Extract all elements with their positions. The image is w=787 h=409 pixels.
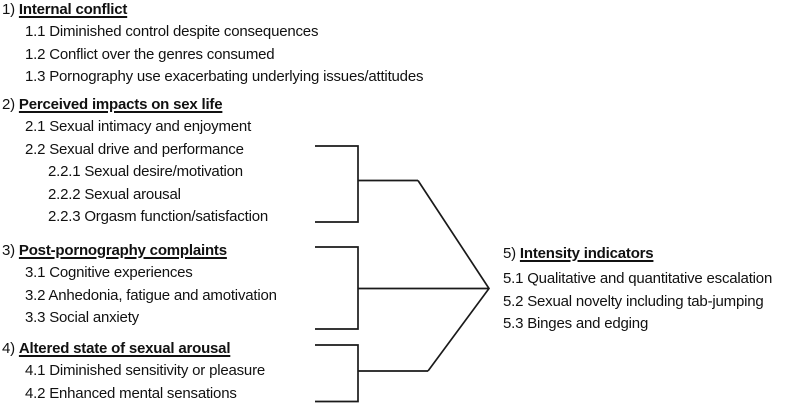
theme-title: Perceived impacts on sex life (18, 96, 223, 113)
theme-number: 2) (2, 96, 15, 113)
theme-number: 1) (2, 1, 15, 18)
theme-number: 3) (2, 242, 15, 259)
theme-item: 3.2 Anhedonia, fatigue and amotivation (25, 286, 277, 304)
theme-item: 5.2 Sexual novelty including tab-jumping (503, 292, 764, 310)
theme-item: 4.1 Diminished sensitivity or pleasure (25, 362, 266, 380)
bracket-section4 (315, 344, 428, 403)
theme-heading-4: 4) Altered state of sexual arousal (2, 338, 265, 360)
theme-item: 1.3 Pornography use exacerbating underly… (25, 68, 424, 86)
section-intensity-indicators: 5) Intensity indicators 5.1 Qualitative … (503, 243, 772, 336)
theme-item: 4.2 Enhanced mental sensations (25, 384, 237, 402)
theme-item: 1.1 Diminished control despite consequen… (25, 23, 319, 41)
theme-item: 3.1 Cognitive experiences (25, 264, 193, 282)
theme-title: Internal conflict (18, 1, 128, 18)
theme-heading-2: 2) Perceived impacts on sex life (2, 94, 268, 116)
theme-subitem: 2.2.2 Sexual arousal (48, 185, 181, 203)
theme-item: 2.1 Sexual intimacy and enjoyment (25, 118, 252, 136)
theme-heading-3: 3) Post-pornography complaints (2, 240, 277, 262)
theme-number: 5) (503, 245, 516, 262)
theme-item: 2.2 Sexual drive and performance (25, 140, 244, 158)
theme-heading-1: 1) Internal conflict (2, 0, 423, 21)
theme-item: 3.3 Social anxiety (25, 309, 139, 327)
section-perceived-impacts: 2) Perceived impacts on sex life 2.1 Sex… (2, 94, 268, 228)
theme-item: 5.1 Qualitative and quantitative escalat… (503, 270, 773, 288)
bracket-section3 (315, 246, 489, 330)
theme-title: Altered state of sexual arousal (18, 340, 231, 357)
theme-title: Post-pornography complaints (18, 242, 227, 259)
theme-item: 1.2 Conflict over the genres consumed (25, 45, 275, 63)
theme-item: 5.3 Binges and edging (503, 315, 649, 333)
bracket-section2-subthemes (315, 145, 418, 223)
section-altered-arousal: 4) Altered state of sexual arousal 4.1 D… (2, 338, 265, 405)
theme-title: Intensity indicators (519, 245, 654, 262)
section-internal-conflict: 1) Internal conflict 1.1 Diminished cont… (2, 0, 423, 89)
theme-subitem: 2.2.3 Orgasm function/satisfaction (48, 207, 268, 225)
converging-arrow (417, 180, 491, 372)
theme-heading-5: 5) Intensity indicators (503, 243, 772, 265)
theme-number: 4) (2, 340, 15, 357)
theme-subitem: 2.2.1 Sexual desire/motivation (48, 163, 243, 181)
section-post-pornography-complaints: 3) Post-pornography complaints 3.1 Cogni… (2, 240, 277, 330)
